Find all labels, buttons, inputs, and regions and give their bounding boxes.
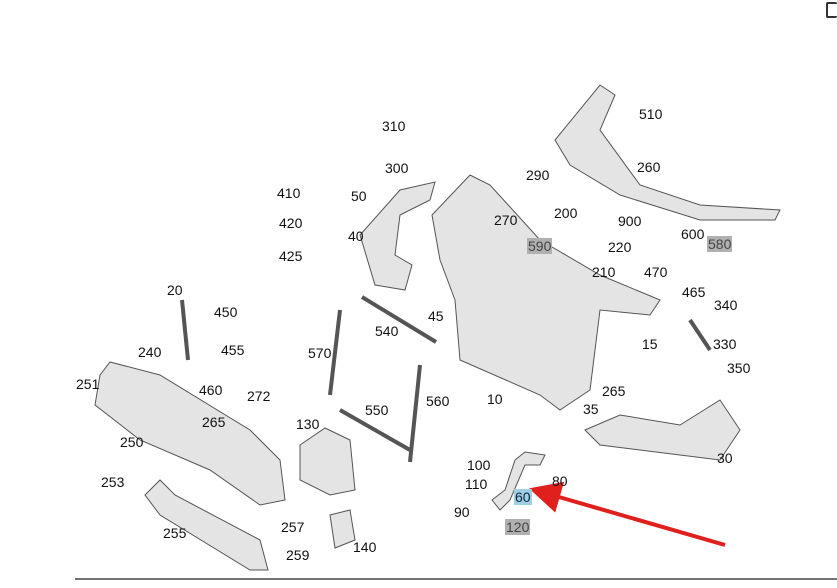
part-label-290: 290 [526,167,550,183]
part-label-600: 600 [681,226,705,242]
part-label-20: 20 [167,282,183,298]
part-label-580: 580 [707,236,733,252]
part-260-upper-bar [554,84,781,221]
part-label-30: 30 [717,450,733,466]
part-label-90: 90 [454,504,470,520]
part-label-120: 120 [505,519,531,535]
part-label-265: 265 [602,383,626,399]
part-label-60: 60 [514,489,532,505]
part-label-425: 425 [279,248,303,264]
part-label-140: 140 [353,539,377,555]
part-label-300: 300 [385,160,409,176]
part-label-272: 272 [247,388,271,404]
part-label-540: 540 [375,323,399,339]
corner-icon [826,2,837,18]
part-label-220: 220 [608,239,632,255]
part-label-35: 35 [583,401,599,417]
part-label-100: 100 [467,457,491,473]
part-label-45: 45 [428,308,444,324]
part-140-bracket [329,509,356,549]
part-label-510: 510 [639,106,663,122]
rod-20 [180,299,190,361]
seal-570 [328,309,342,396]
part-label-110: 110 [465,476,488,492]
part-label-420: 420 [279,215,303,231]
part-130-panel [299,427,356,496]
part-30-side-bracket [584,399,741,461]
part-255-lower-bar [144,479,269,571]
part-label-50: 50 [351,188,367,204]
part-label-250: 250 [120,434,144,450]
part-label-340: 340 [714,297,738,313]
part-label-450: 450 [214,304,238,320]
part-label-130: 130 [296,416,320,432]
part-label-270: 270 [494,212,518,228]
part-label-10: 10 [487,391,503,407]
part-label-200: 200 [554,205,578,221]
rod-330 [688,318,712,352]
part-10-front-frame [431,174,661,411]
part-label-590: 590 [527,238,553,254]
part-label-253: 253 [101,474,125,490]
seal-550 [339,408,411,452]
part-label-260: 260 [637,159,661,175]
seal-540 [360,295,438,344]
part-60-bracket [491,451,546,511]
part-label-560: 560 [426,393,450,409]
part-label-465: 465 [682,284,706,300]
part-label-259: 259 [286,547,310,563]
part-label-900: 900 [618,213,642,229]
part-250-bumper-beam [94,361,286,506]
seal-560 [408,364,422,463]
part-label-460: 460 [199,382,223,398]
part-label-410: 410 [277,185,301,201]
part-label-210: 210 [592,264,616,280]
part-label-251: 251 [76,376,100,392]
part-label-265: 265 [202,414,226,430]
part-label-310: 310 [382,118,406,134]
part-label-257: 257 [281,519,305,535]
part-label-470: 470 [644,264,668,280]
part-label-240: 240 [138,344,162,360]
red-arrow [528,481,726,547]
part-40-bracket [359,181,436,291]
part-label-330: 330 [713,336,737,352]
part-label-350: 350 [727,360,751,376]
part-label-255: 255 [163,525,187,541]
part-label-80: 80 [552,473,568,489]
part-label-40: 40 [348,228,364,244]
part-label-570: 570 [308,345,332,361]
part-label-550: 550 [365,402,389,418]
part-label-15: 15 [642,336,658,352]
part-label-455: 455 [221,342,245,358]
